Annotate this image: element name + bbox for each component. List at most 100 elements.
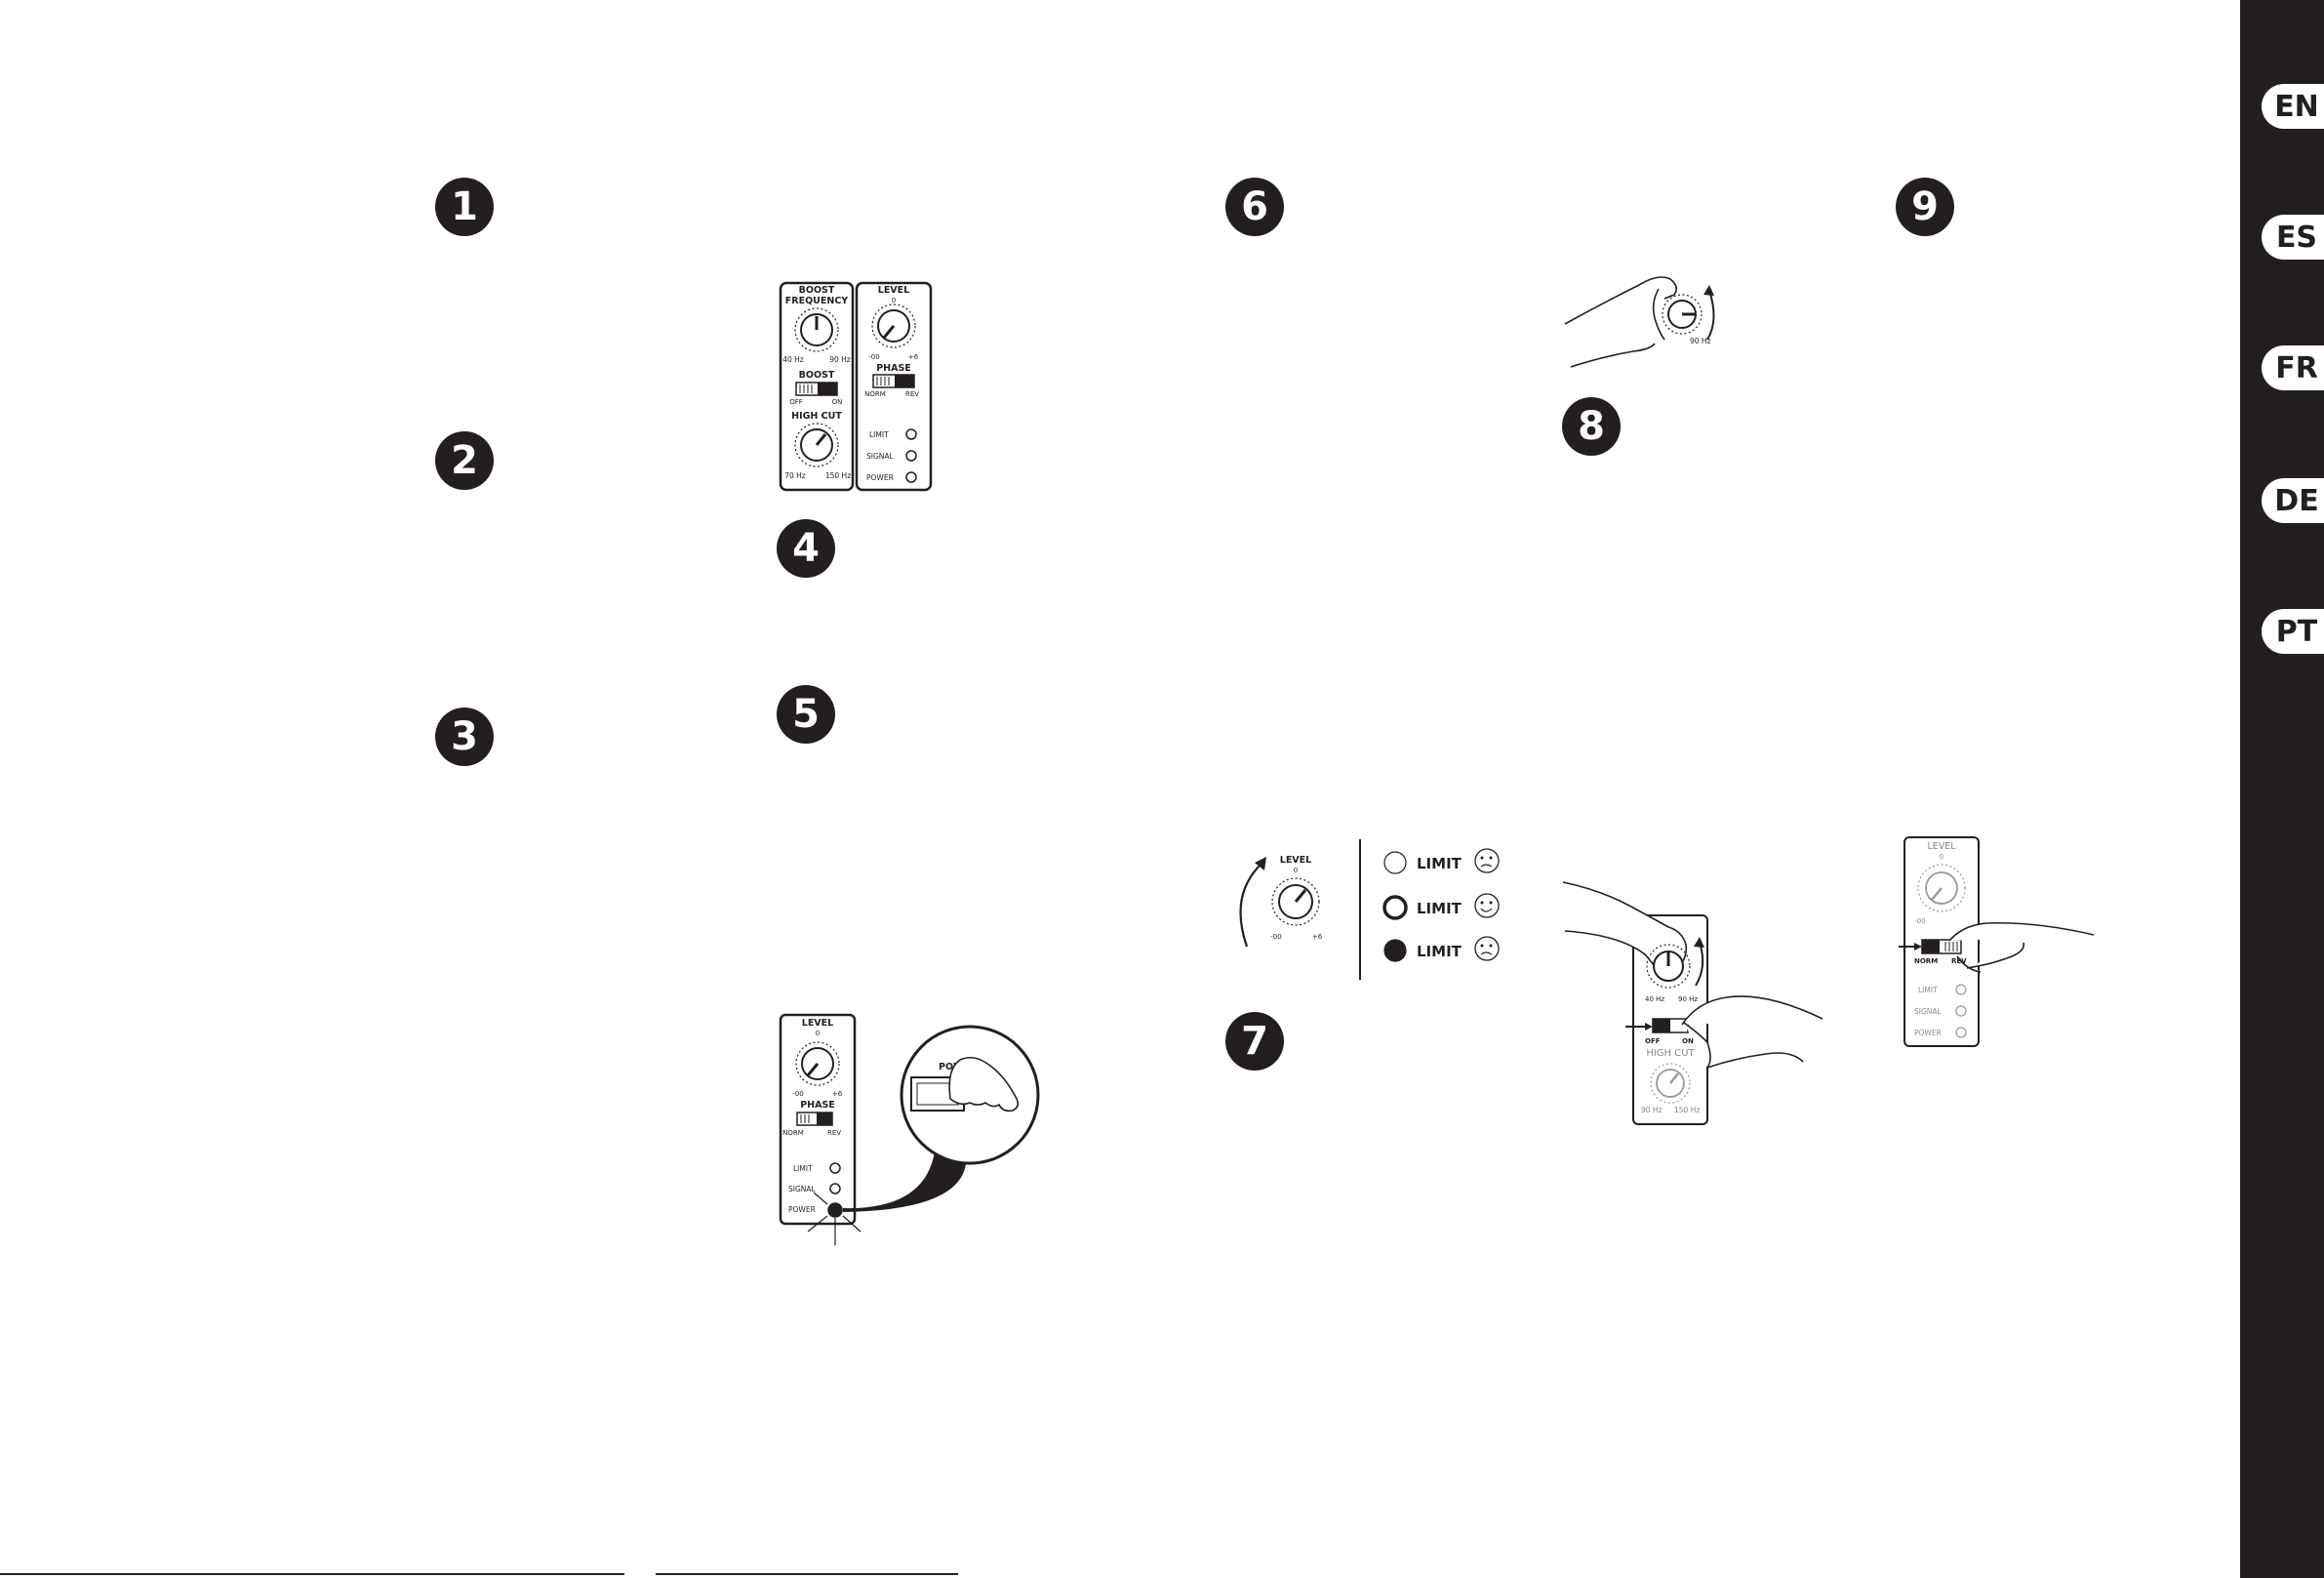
level-knob <box>795 1041 840 1086</box>
limit-led <box>829 1162 841 1174</box>
control-panel-illustration: BOOST FREQUENCY 40 Hz 90 Hz BOOST OFF ON… <box>779 281 933 492</box>
level-zero-label: 0 <box>1940 853 1943 861</box>
signal-led-label: SIGNAL <box>1914 1007 1943 1016</box>
high-cut-label: HIGH CUT <box>1646 1048 1695 1059</box>
lang-tab-es[interactable]: ES <box>2262 215 2324 260</box>
signal-led <box>1955 1005 1967 1017</box>
phase-rev-label: REV <box>1951 957 1967 965</box>
level-knob <box>1917 864 1966 912</box>
step-8-badge: 8 <box>1562 397 1621 456</box>
high-cut-knob <box>1650 1063 1691 1104</box>
phase-norm-label: NORM <box>1914 957 1938 965</box>
limit-led-on <box>1383 939 1407 962</box>
phase-label: PHASE <box>876 363 911 374</box>
high-cut-max-label: 150 Hz <box>1674 1106 1700 1114</box>
level-min-label: -00 <box>792 1090 803 1098</box>
step-5-badge: 5 <box>777 685 835 744</box>
freq-knob <box>1646 944 1691 989</box>
lang-tab-de[interactable]: DE <box>2262 478 2324 523</box>
step-2-badge: 2 <box>435 431 494 490</box>
high-cut-min-label: 90 Hz <box>1641 1106 1663 1114</box>
high-cut-label: HIGH CUT <box>791 411 842 422</box>
level-label: LEVEL <box>878 285 909 296</box>
hand-sketch <box>1564 276 1678 325</box>
signal-led-label: SIGNAL <box>866 452 895 461</box>
level-zero-label: 0 <box>1294 867 1298 874</box>
phase-switch-illustration: LEVEL 0 -00 NORM REV LIMIT SIGNAL POWER <box>1899 836 2095 1047</box>
high-cut-min-label: 70 Hz <box>784 471 806 480</box>
limit-indicator-illustration: LEVEL 0 -00 +6 LIMIT LIMIT LIMIT <box>1239 839 1500 980</box>
boost-off-label: OFF <box>789 398 803 406</box>
boost-frequency-knob <box>794 307 839 352</box>
phase-rev-label: REV <box>905 390 919 398</box>
step-3-badge: 3 <box>435 708 494 766</box>
level-min-label: -00 <box>1914 917 1925 925</box>
signal-led <box>829 1183 841 1194</box>
lang-tab-pt[interactable]: PT <box>2262 609 2324 654</box>
limit-led-label: LIMIT <box>869 430 889 439</box>
power-led <box>905 471 917 483</box>
finger-press <box>948 1056 1020 1113</box>
limit-led-label: LIMIT <box>1918 986 1938 994</box>
boost-switch <box>795 382 838 396</box>
power-led <box>1955 1027 1967 1038</box>
step-1-badge: 1 <box>435 178 494 236</box>
footer-rule-right <box>656 1573 958 1575</box>
limit-row-1-label: LIMIT <box>1417 855 1463 872</box>
lang-tab-fr[interactable]: FR <box>2262 345 2324 390</box>
power-led-label: POWER <box>1914 1029 1942 1037</box>
hand-lower <box>1681 995 1823 1069</box>
level-label: LEVEL <box>802 1018 833 1029</box>
sad-face-icon <box>1474 936 1500 961</box>
power-on-illustration: LEVEL 0 -00 +6 PHASE NORM REV LIMIT SIGN… <box>779 1013 1040 1245</box>
freq-max-label: 90 Hz <box>1678 995 1698 1003</box>
boost-frequency-label-2: FREQUENCY <box>785 296 848 306</box>
level-zero-label: 0 <box>892 297 896 304</box>
phase-norm-label: NORM <box>782 1129 804 1137</box>
phase-label: PHASE <box>800 1100 835 1111</box>
high-cut-max-label: 150 Hz <box>825 471 851 480</box>
limit-led-off <box>1383 851 1407 874</box>
hand-sketch <box>1948 921 2095 973</box>
level-label: LEVEL <box>1280 855 1311 866</box>
knob-turn-illustration: 90 Hz <box>1564 276 1715 368</box>
level-max-label: +6 <box>832 1090 843 1098</box>
level-max-label: +6 <box>1312 933 1323 941</box>
boost-label: BOOST <box>799 370 835 381</box>
hand-upper <box>1562 881 1688 974</box>
limit-led <box>1955 984 1967 995</box>
boost-setting-illustration: 40 Hz 90 Hz OFF ON HIGH CUT 90 Hz 150 Hz <box>1562 881 1823 1125</box>
rotate-arrow <box>1239 864 1262 948</box>
step-6-badge: 6 <box>1225 178 1284 236</box>
level-min-label: -00 <box>1270 933 1281 941</box>
level-max-label: +6 <box>908 353 919 361</box>
rotate-arrow <box>1706 290 1715 341</box>
footer-rule <box>0 1573 624 1575</box>
level-knob <box>1271 877 1320 926</box>
callout-pointer <box>843 1152 967 1212</box>
sad-face-icon <box>1474 848 1500 873</box>
freq-max-label: 90 Hz <box>829 355 851 364</box>
boost-switch <box>1652 1018 1689 1033</box>
freq-min-label: 40 Hz <box>1645 995 1664 1003</box>
freq-knob <box>1662 294 1703 335</box>
level-min-label: -00 <box>868 353 879 361</box>
level-label: LEVEL <box>1927 841 1956 852</box>
signal-led <box>905 450 917 462</box>
freq-label: 90 Hz <box>1690 337 1711 345</box>
limit-row-2-label: LIMIT <box>1417 900 1463 917</box>
phase-rev-label: REV <box>827 1129 841 1137</box>
happy-face-icon <box>1474 893 1500 918</box>
power-led-label: POWER <box>866 473 894 482</box>
power-led-lit <box>827 1202 843 1218</box>
boost-off-label: OFF <box>1645 1037 1661 1045</box>
limit-led-label: LIMIT <box>793 1164 813 1173</box>
boost-frequency-label: BOOST <box>799 285 835 296</box>
high-cut-knob <box>794 423 839 467</box>
phase-switch <box>872 374 915 388</box>
freq-min-label: 40 Hz <box>782 355 804 364</box>
phase-switch <box>1921 939 1962 954</box>
step-4-badge: 4 <box>777 519 835 578</box>
language-sidebar: EN ES FR DE PT <box>2240 0 2324 1578</box>
lang-tab-en[interactable]: EN <box>2262 84 2324 129</box>
